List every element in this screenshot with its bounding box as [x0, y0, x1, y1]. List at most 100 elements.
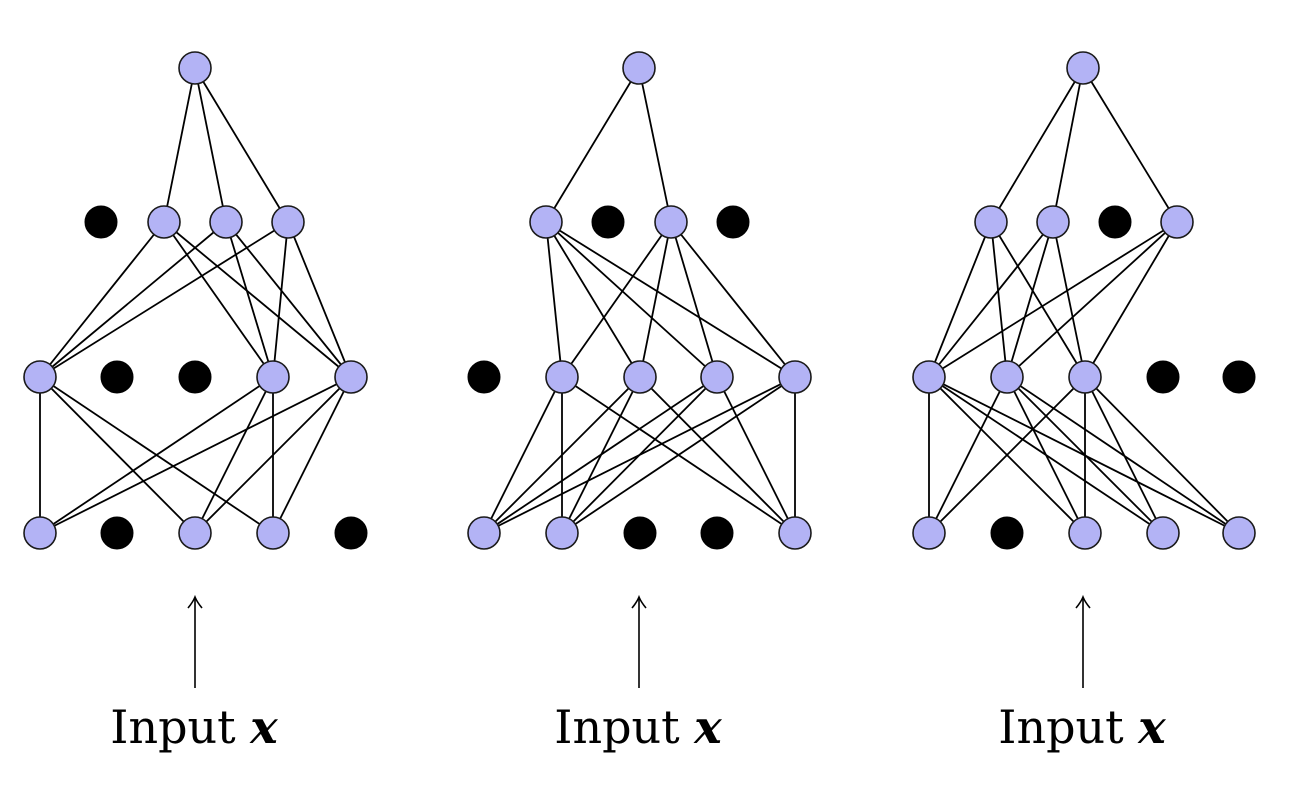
edges-layer [39, 67, 1240, 534]
edge-n1-l0-0-to-l1-1 [163, 67, 196, 223]
active-neuron-n3-l3-2 [1068, 516, 1102, 550]
dropped-neuron-n3-l3-1 [990, 516, 1024, 550]
active-neuron-n3-l1-3 [1160, 205, 1194, 239]
edge-n3-l0-0-to-l1-3 [1082, 67, 1178, 223]
active-neuron-n2-l2-3 [700, 360, 734, 394]
active-neuron-n2-l3-4 [778, 516, 812, 550]
edge-n2-l2-2-to-l3-0 [483, 376, 641, 534]
edge-n1-l1-2-to-l2-0 [39, 221, 227, 378]
edge-n1-l1-3-to-l2-3 [272, 221, 289, 378]
active-neuron-n1-l1-3 [271, 205, 305, 239]
edge-n2-l2-2-to-l3-4 [639, 376, 796, 534]
edge-n1-l1-1-to-l2-0 [39, 221, 165, 378]
edge-n2-l1-0-to-l2-4 [545, 221, 796, 378]
input-variable: x [250, 700, 278, 754]
active-neuron-n3-l2-0 [912, 360, 946, 394]
up-arrow-icon-3 [1075, 594, 1091, 688]
edge-n1-l2-4-to-l3-0 [39, 376, 352, 534]
dropped-neuron-n2-l2-0 [467, 360, 501, 394]
edge-n1-l2-0-to-l3-2 [39, 376, 196, 534]
input-caption-text: Input [110, 700, 236, 754]
active-neuron-n1-l1-2 [209, 205, 243, 239]
up-arrow-icon-2 [631, 594, 647, 688]
edge-n3-l2-2-to-l3-0 [928, 376, 1086, 534]
edge-n3-l1-1-to-l2-1 [1006, 221, 1054, 378]
active-neuron-n3-l2-1 [990, 360, 1024, 394]
dropped-neuron-n1-l1-0 [84, 205, 118, 239]
edge-n2-l1-2-to-l2-4 [670, 221, 796, 378]
edge-n1-l0-0-to-l1-2 [194, 67, 227, 223]
edge-n3-l2-1-to-l3-2 [1006, 376, 1086, 534]
edge-n1-l1-1-to-l2-3 [163, 221, 274, 378]
edge-n2-l0-0-to-l1-0 [545, 67, 640, 223]
active-neuron-n3-l3-4 [1222, 516, 1256, 550]
edge-n1-l1-2-to-l2-3 [225, 221, 274, 378]
edge-n1-l1-3-to-l2-0 [39, 221, 289, 378]
arrows-layer [187, 594, 1091, 688]
edge-n1-l2-4-to-l3-3 [272, 376, 352, 534]
edge-n2-l2-3-to-l3-4 [716, 376, 796, 534]
active-neuron-n2-l3-0 [467, 516, 501, 550]
edge-n1-l2-3-to-l3-2 [194, 376, 274, 534]
edge-n3-l0-0-to-l1-0 [990, 67, 1084, 223]
dropped-neuron-n3-l2-4 [1222, 360, 1256, 394]
edge-n3-l1-0-to-l2-0 [928, 221, 992, 378]
active-neuron-n2-l2-4 [778, 360, 812, 394]
active-neuron-n2-l2-1 [545, 360, 579, 394]
active-neuron-n2-l2-2 [623, 360, 657, 394]
edge-n3-l1-3-to-l2-2 [1084, 221, 1178, 378]
dropped-neuron-n2-l1-1 [591, 205, 625, 239]
active-neuron-n3-l0-0 [1066, 51, 1100, 85]
active-neuron-n3-l3-3 [1146, 516, 1180, 550]
input-variable: x [1138, 700, 1166, 754]
dropped-neuron-n1-l3-1 [100, 516, 134, 550]
dropped-neuron-n2-l3-3 [700, 516, 734, 550]
edge-n2-l1-2-to-l2-3 [670, 221, 718, 378]
edge-n3-l1-3-to-l2-1 [1006, 221, 1178, 378]
edge-n2-l1-2-to-l2-2 [639, 221, 672, 378]
edge-n3-l2-2-to-l3-4 [1084, 376, 1240, 534]
edge-n1-l2-3-to-l3-0 [39, 376, 274, 534]
active-neuron-n2-l0-0 [622, 51, 656, 85]
active-neuron-n3-l1-0 [974, 205, 1008, 239]
dropped-neuron-n1-l3-4 [334, 516, 368, 550]
edge-n1-l0-0-to-l1-3 [194, 67, 289, 223]
edge-n1-l2-4-to-l3-2 [194, 376, 352, 534]
edge-n2-l1-0-to-l2-3 [545, 221, 718, 378]
nodes-layer [23, 51, 1256, 550]
edge-n3-l1-3-to-l2-0 [928, 221, 1178, 378]
active-neuron-n1-l3-3 [256, 516, 290, 550]
edge-n1-l1-3-to-l2-4 [287, 221, 352, 378]
edge-n3-l1-1-to-l2-2 [1052, 221, 1086, 378]
input-caption-text: Input [998, 700, 1124, 754]
edge-n2-l1-0-to-l2-1 [545, 221, 563, 378]
dropped-neuron-n1-l2-2 [178, 360, 212, 394]
active-neuron-n3-l3-0 [912, 516, 946, 550]
active-neuron-n1-l2-4 [334, 360, 368, 394]
active-neuron-n1-l3-2 [178, 516, 212, 550]
edge-n2-l2-1-to-l3-0 [483, 376, 563, 534]
edge-n2-l2-4-to-l3-0 [483, 376, 796, 534]
input-variable: x [694, 700, 722, 754]
edge-n2-l2-3-to-l3-0 [483, 376, 718, 534]
active-neuron-n1-l2-3 [256, 360, 290, 394]
input-caption-text: Input [554, 700, 680, 754]
dropped-neuron-n2-l1-3 [716, 205, 750, 239]
edge-n3-l1-0-to-l2-1 [990, 221, 1008, 378]
dropped-neuron-n1-l2-1 [100, 360, 134, 394]
edge-n2-l2-4-to-l3-1 [561, 376, 796, 534]
edge-n3-l0-0-to-l1-1 [1052, 67, 1084, 223]
edge-n3-l2-2-to-l3-3 [1084, 376, 1164, 534]
edge-n3-l2-1-to-l3-0 [928, 376, 1008, 534]
edge-n2-l1-0-to-l2-2 [545, 221, 641, 378]
active-neuron-n3-l2-2 [1068, 360, 1102, 394]
active-neuron-n2-l1-2 [654, 205, 688, 239]
active-neuron-n1-l1-1 [147, 205, 181, 239]
input-caption-1: Input x [64, 700, 324, 754]
edge-n2-l0-0-to-l1-2 [638, 67, 672, 223]
edge-n2-l1-2-to-l2-1 [561, 221, 672, 378]
edge-n3-l1-1-to-l2-0 [928, 221, 1054, 378]
dropped-neuron-n3-l2-3 [1146, 360, 1180, 394]
input-caption-2: Input x [508, 700, 768, 754]
